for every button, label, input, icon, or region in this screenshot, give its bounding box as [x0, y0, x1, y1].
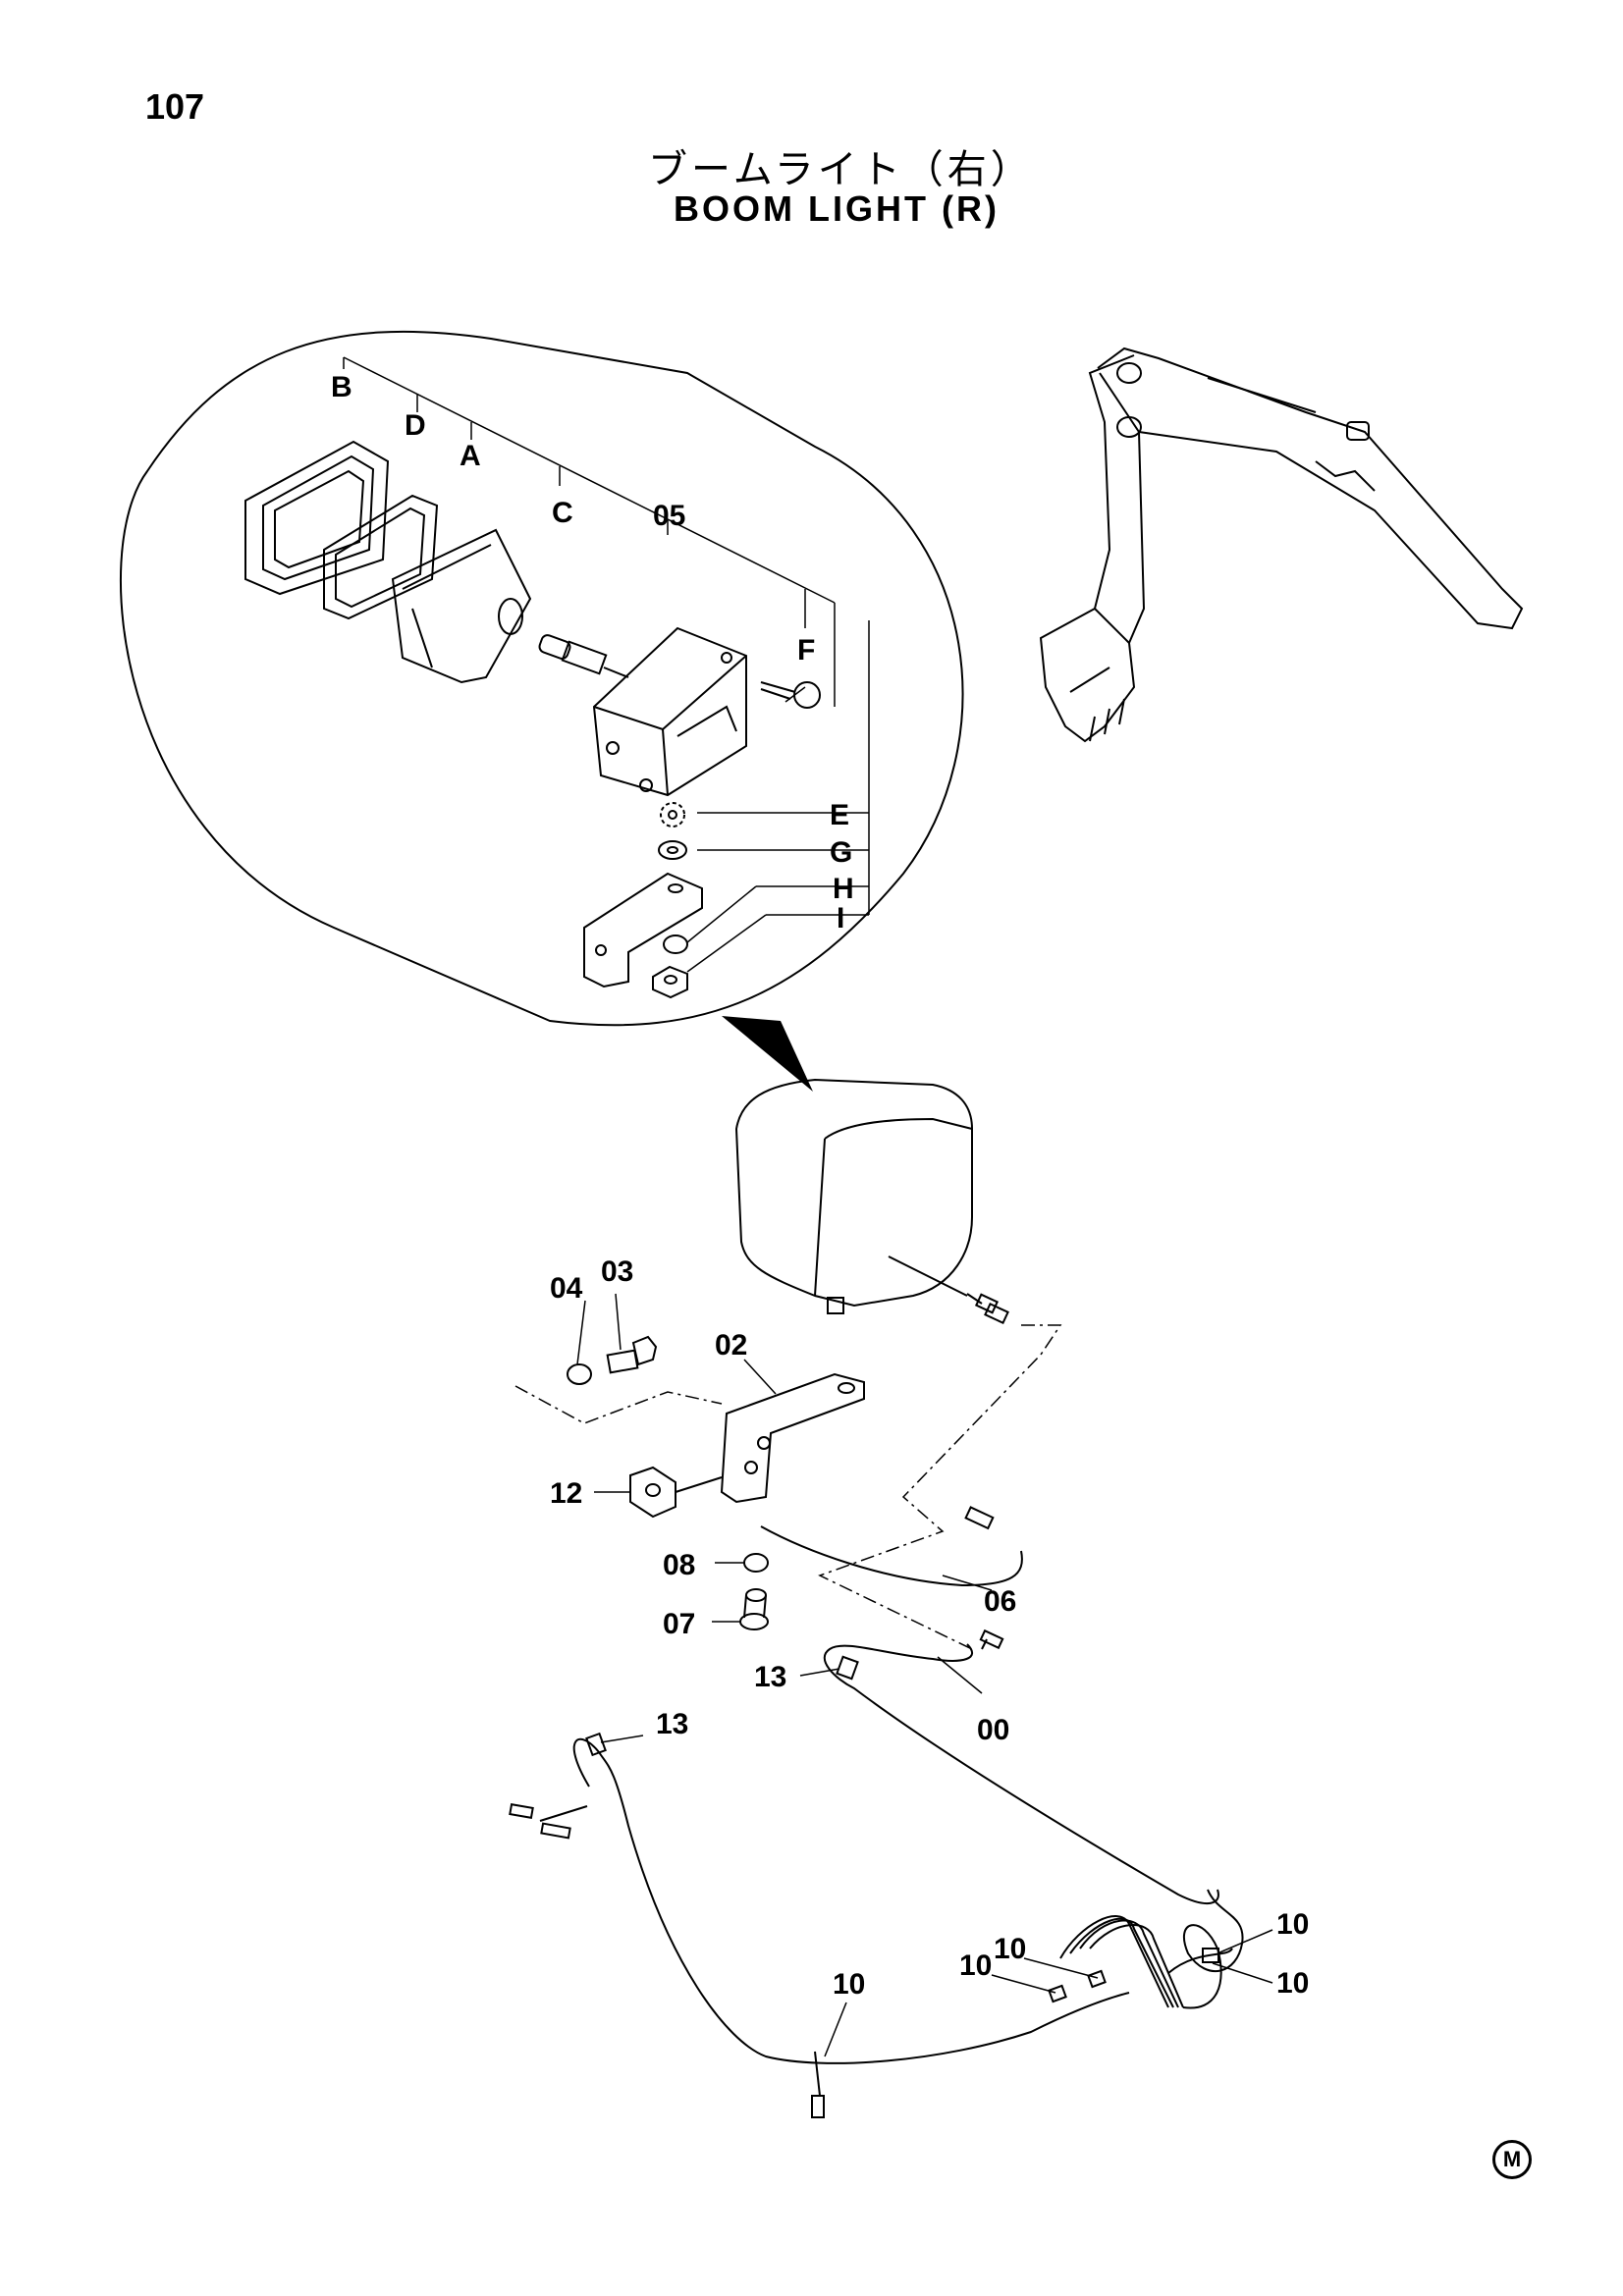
label-12: 12 — [550, 1477, 582, 1510]
label-10-right-upper: 10 — [1276, 1908, 1309, 1941]
label-10-mid: 10 — [994, 1933, 1026, 1965]
label-04: 04 — [550, 1272, 583, 1305]
title-english: BOOM LIGHT (R) — [674, 188, 1000, 229]
label-08: 08 — [663, 1549, 695, 1581]
label-07: 07 — [663, 1608, 695, 1640]
toothed-washer-E — [660, 802, 685, 828]
connector-dash-line — [818, 1324, 1062, 1650]
bezel-frame-B — [244, 440, 390, 596]
lamp-housing-05 — [592, 626, 747, 797]
lens-A — [391, 528, 532, 684]
label-06: 06 — [984, 1585, 1016, 1618]
label-10-mid-left: 10 — [959, 1949, 992, 1982]
boom-lamp-assembly — [734, 1078, 973, 1314]
alignment-dash-line — [514, 1385, 723, 1424]
part-leader-lines — [576, 1293, 1273, 2057]
label-13-lower: 13 — [656, 1708, 688, 1740]
label-E: E — [830, 799, 849, 831]
m-mark-icon: M — [1492, 2140, 1532, 2179]
label-03: 03 — [601, 1255, 633, 1288]
washer-08 — [743, 1553, 769, 1573]
label-10-right-lower: 10 — [1276, 1967, 1309, 2000]
washer-04 — [567, 1363, 592, 1385]
title-japanese: ブームライト（右） — [648, 147, 1034, 192]
bulb-C — [538, 634, 629, 678]
label-05: 05 — [653, 500, 685, 532]
cushion-12 — [629, 1466, 723, 1519]
label-13-upper: 13 — [754, 1661, 786, 1693]
screw-F — [760, 681, 821, 709]
bolt-03 — [606, 1335, 658, 1374]
detail-pointer-arrow — [722, 1016, 813, 1092]
label-F: F — [797, 634, 815, 667]
detail-leader-lines — [343, 356, 870, 973]
washer-G — [658, 840, 687, 860]
harness-00 — [823, 1629, 1219, 1905]
lamp-cable — [966, 1293, 1009, 1324]
bracket-detail — [583, 872, 703, 988]
label-H: H — [833, 873, 854, 905]
screw-07 — [739, 1588, 769, 1630]
nut-I — [652, 965, 688, 999]
gasket-D — [323, 494, 439, 620]
bracket-02 — [720, 1372, 865, 1504]
label-D: D — [405, 409, 426, 442]
page-number: 107 — [145, 86, 205, 127]
detail-bubble — [120, 330, 964, 1027]
harness-lower — [509, 1732, 1244, 2118]
label-00: 00 — [977, 1714, 1009, 1746]
excavator-arm-illustration — [1039, 347, 1524, 743]
label-B: B — [331, 371, 352, 403]
label-02: 02 — [715, 1329, 747, 1362]
label-A: A — [460, 440, 481, 472]
label-I: I — [837, 902, 844, 934]
label-10-left: 10 — [833, 1968, 865, 2001]
label-C: C — [552, 497, 573, 529]
label-G: G — [830, 836, 852, 869]
cable-06 — [760, 1506, 1023, 1587]
spring-washer-H — [663, 934, 688, 954]
